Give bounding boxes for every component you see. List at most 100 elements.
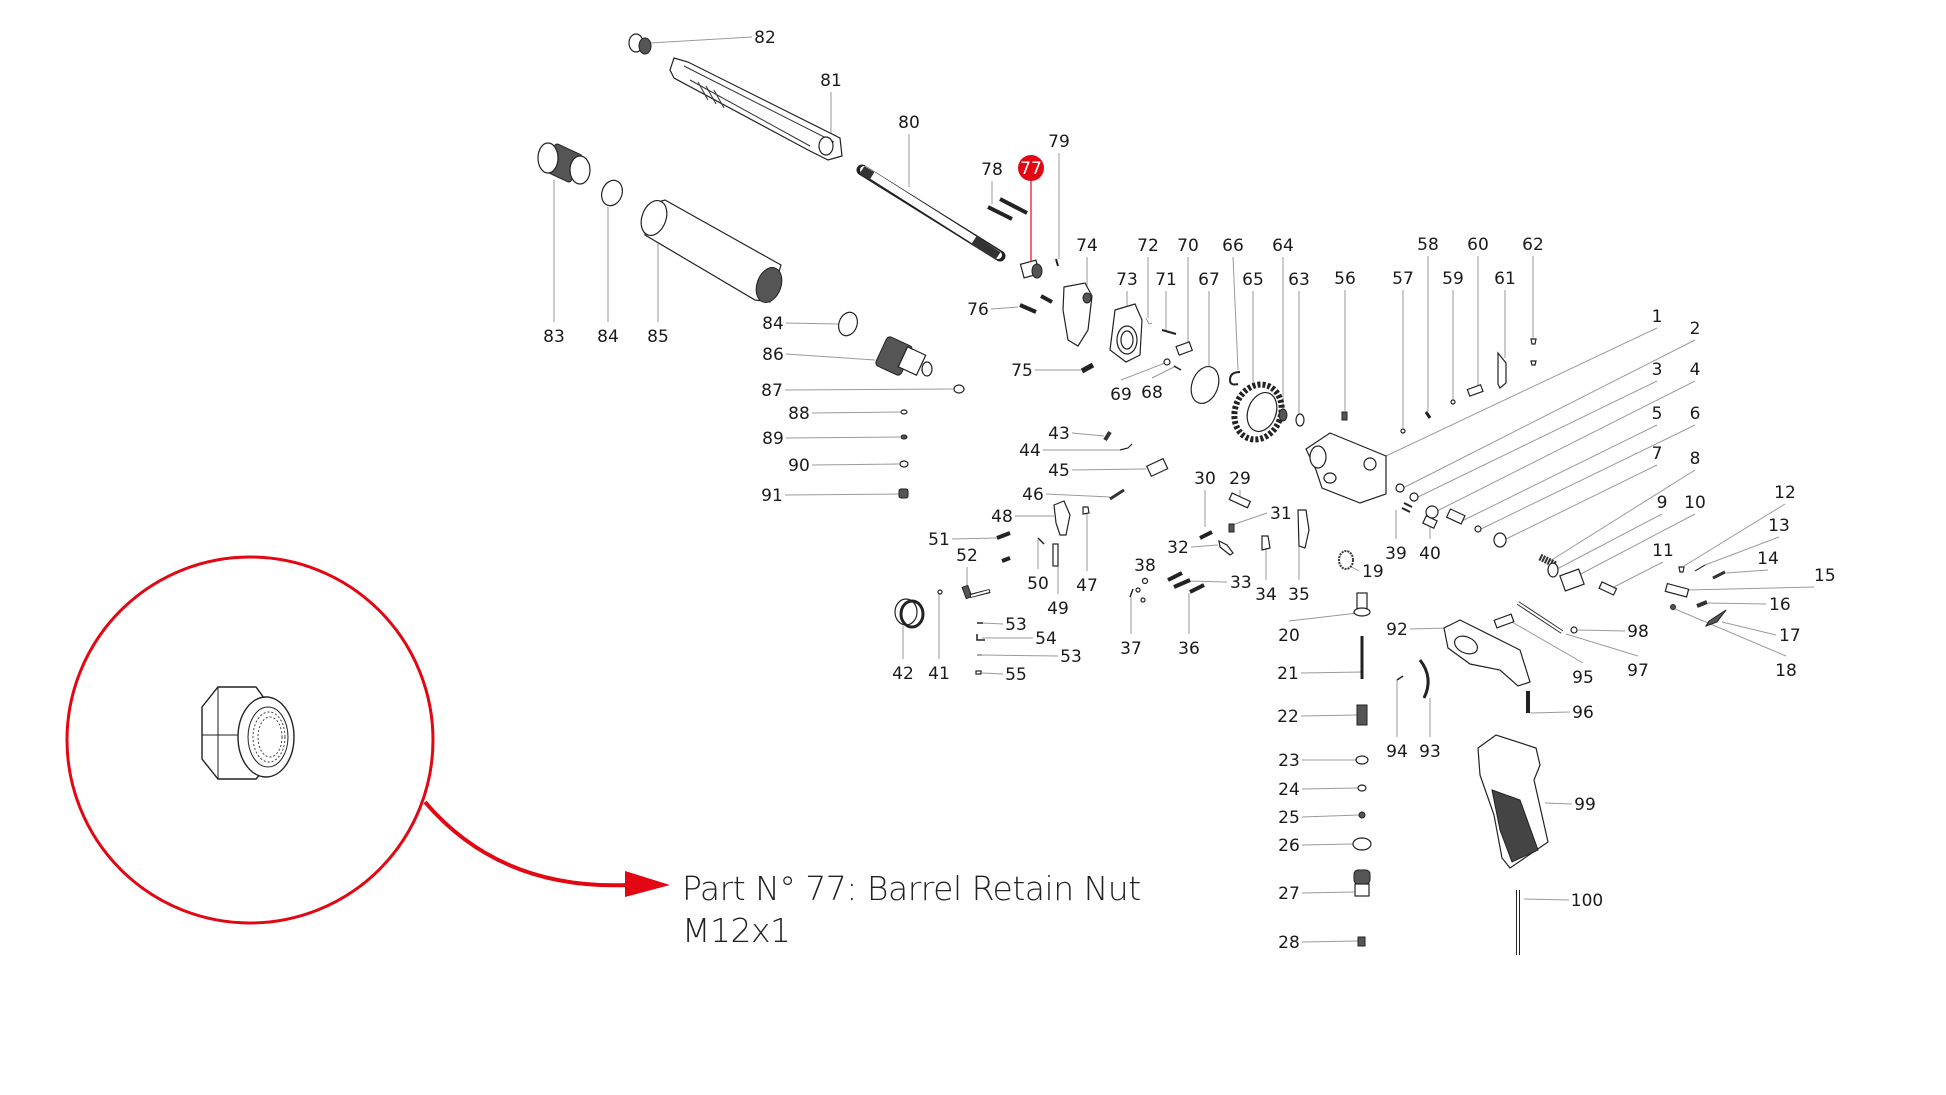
part-17-tab[interactable] [1704, 609, 1727, 627]
part-56-screw[interactable] [1341, 411, 1348, 421]
part-label-66[interactable]: 66 [1222, 236, 1244, 256]
part-label-43[interactable]: 43 [1048, 424, 1070, 444]
part-71-pin[interactable] [1161, 329, 1177, 335]
part-68-pin[interactable] [1173, 365, 1182, 371]
part-99-grip[interactable] [1477, 734, 1549, 869]
part-34-catch[interactable] [1261, 535, 1271, 551]
part-label-52[interactable]: 52 [956, 546, 978, 566]
part-label-4[interactable]: 4 [1690, 360, 1701, 380]
part-label-84[interactable]: 84 [762, 314, 784, 334]
part-63-o-ring[interactable] [1295, 413, 1305, 427]
part-label-3[interactable]: 3 [1652, 360, 1663, 380]
part-label-93[interactable]: 93 [1419, 742, 1441, 762]
part-label-15[interactable]: 15 [1814, 566, 1836, 586]
part-label-57[interactable]: 57 [1392, 269, 1414, 289]
part-49-lever[interactable] [1052, 543, 1059, 567]
part-label-100[interactable]: 100 [1571, 891, 1603, 911]
part-label-62[interactable]: 62 [1522, 235, 1544, 255]
part-label-21[interactable]: 21 [1277, 664, 1299, 684]
part-label-85[interactable]: 85 [647, 327, 669, 347]
part-label-73[interactable]: 73 [1116, 270, 1138, 290]
part-61-plate[interactable] [1497, 351, 1507, 389]
part-label-9[interactable]: 9 [1657, 493, 1668, 513]
part-label-17[interactable]: 17 [1779, 626, 1801, 646]
part-label-94[interactable]: 94 [1386, 742, 1408, 762]
part-label-80[interactable]: 80 [898, 113, 920, 133]
part-label-36[interactable]: 36 [1178, 639, 1200, 659]
part-98-screw[interactable] [1570, 626, 1578, 634]
part-label-99[interactable]: 99 [1574, 795, 1596, 815]
part-84-o-ring[interactable] [598, 177, 626, 208]
part-label-53[interactable]: 53 [1005, 615, 1027, 635]
part-label-76[interactable]: 76 [967, 300, 989, 320]
part-label-50[interactable]: 50 [1027, 574, 1049, 594]
part-label-70[interactable]: 70 [1177, 236, 1199, 256]
part-29-lever[interactable] [1228, 492, 1252, 509]
part-93-trigger[interactable] [1418, 659, 1430, 699]
part-label-44[interactable]: 44 [1019, 441, 1041, 461]
part-label-7[interactable]: 7 [1652, 444, 1663, 464]
part-label-11[interactable]: 11 [1652, 541, 1674, 561]
part-37-pin[interactable] [1129, 588, 1134, 598]
part-label-19[interactable]: 19 [1362, 562, 1384, 582]
part-38-pins[interactable] [1135, 577, 1149, 603]
part-label-78[interactable]: 78 [981, 160, 1003, 180]
part-label-54[interactable]: 54 [1035, 629, 1057, 649]
part-45-block[interactable] [1145, 457, 1169, 478]
part-label-5[interactable]: 5 [1652, 404, 1663, 424]
part-label-75[interactable]: 75 [1011, 361, 1033, 381]
part-label-91[interactable]: 91 [761, 486, 783, 506]
part-65-gear[interactable] [1227, 378, 1289, 446]
part-84b-o-ring[interactable] [835, 310, 860, 339]
part-label-69[interactable]: 69 [1110, 385, 1132, 405]
part-43-spring[interactable] [1103, 430, 1112, 442]
part-72-clip[interactable] [1145, 317, 1153, 325]
part-label-63[interactable]: 63 [1288, 270, 1310, 290]
part-11-screws[interactable] [1598, 581, 1618, 596]
part-82-bushing[interactable] [628, 33, 652, 55]
part-label-6[interactable]: 6 [1690, 404, 1701, 424]
part-label-37[interactable]: 37 [1120, 639, 1142, 659]
part-label-23[interactable]: 23 [1278, 751, 1300, 771]
part-60-valve[interactable] [1466, 384, 1484, 397]
part-31-spring[interactable] [1228, 523, 1235, 533]
part-25-nut[interactable] [1358, 811, 1366, 819]
part-35-hammer[interactable] [1297, 509, 1310, 549]
part-5-sleeve[interactable] [1445, 508, 1466, 525]
part-label-48[interactable]: 48 [991, 507, 1013, 527]
part-9-ring[interactable] [1547, 562, 1559, 578]
part-7-bushing[interactable] [1493, 532, 1507, 548]
part-30-pin[interactable] [1199, 530, 1213, 540]
part-label-49[interactable]: 49 [1047, 599, 1069, 619]
part-label-47[interactable]: 47 [1076, 576, 1098, 596]
part-24-washer[interactable] [1357, 784, 1367, 792]
part-86-adapter[interactable] [875, 336, 933, 377]
part-label-8[interactable]: 8 [1690, 449, 1701, 469]
part-label-82[interactable]: 82 [754, 28, 776, 48]
part-label-46[interactable]: 46 [1022, 485, 1044, 505]
part-label-18[interactable]: 18 [1775, 661, 1797, 681]
part-16-spring[interactable] [1696, 600, 1708, 608]
part-48-trigger-bar[interactable] [1053, 500, 1071, 536]
part-label-20[interactable]: 20 [1278, 626, 1300, 646]
part-label-34[interactable]: 34 [1255, 585, 1277, 605]
part-label-72[interactable]: 72 [1137, 236, 1159, 256]
part-label-86[interactable]: 86 [762, 345, 784, 365]
part-87-o-ring[interactable] [953, 384, 965, 394]
part-13-pin[interactable] [1694, 564, 1706, 572]
part-20-valve[interactable] [1353, 592, 1371, 617]
part-66-spring-clip[interactable] [1228, 371, 1241, 386]
part-label-40[interactable]: 40 [1419, 544, 1441, 564]
part-label-83[interactable]: 83 [543, 327, 565, 347]
part-label-55[interactable]: 55 [1005, 665, 1027, 685]
part-label-12[interactable]: 12 [1774, 483, 1796, 503]
part-46-spring[interactable] [1109, 488, 1125, 501]
part-label-38[interactable]: 38 [1134, 556, 1156, 576]
part-2-o-ring[interactable] [1395, 483, 1405, 493]
part-1-receiver[interactable] [1305, 432, 1387, 504]
part-label-79[interactable]: 79 [1048, 132, 1070, 152]
part-58-pin[interactable] [1424, 411, 1432, 419]
part-label-39[interactable]: 39 [1385, 544, 1407, 564]
part-label-95[interactable]: 95 [1572, 668, 1594, 688]
part-label-45[interactable]: 45 [1048, 461, 1070, 481]
